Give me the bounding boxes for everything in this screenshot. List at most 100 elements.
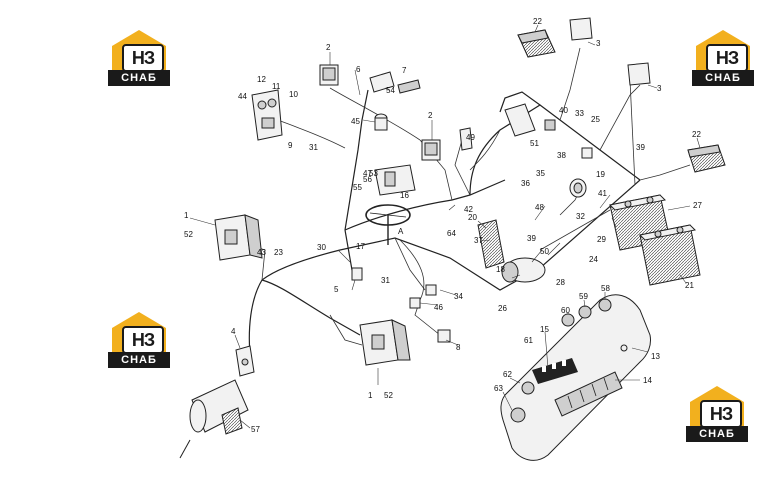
label-59: 59 bbox=[579, 292, 588, 301]
instrument-panel-left bbox=[251, 89, 283, 141]
label-24: 24 bbox=[589, 255, 598, 264]
label-12: 12 bbox=[257, 75, 266, 84]
switch-7 bbox=[369, 71, 421, 94]
label-2-left: 2 bbox=[326, 43, 331, 52]
pedal-20 bbox=[477, 219, 505, 269]
label-17: 17 bbox=[356, 242, 365, 251]
label-38: 38 bbox=[557, 151, 566, 160]
label-7: 7 bbox=[402, 66, 407, 75]
label-23: 23 bbox=[274, 248, 283, 257]
label-3-top: 3 bbox=[596, 39, 601, 48]
connector-34 bbox=[425, 284, 437, 296]
label-53: 53 bbox=[369, 169, 378, 178]
label-42: 42 bbox=[464, 205, 473, 214]
label-34: 34 bbox=[454, 292, 463, 301]
brand-logo-top-left: НЗ СНАБ bbox=[108, 30, 170, 86]
relay-40 bbox=[504, 103, 556, 137]
starter-57 bbox=[179, 379, 249, 459]
steering-wheel bbox=[365, 204, 411, 245]
logo-mark: НЗ bbox=[700, 400, 742, 428]
label-6: 6 bbox=[356, 65, 361, 74]
label-30: 30 bbox=[317, 243, 326, 252]
label-A: A bbox=[398, 227, 404, 236]
label-5: 5 bbox=[334, 285, 339, 294]
battery-21 bbox=[638, 224, 701, 286]
lamp-22-top bbox=[517, 29, 556, 58]
label-60: 60 bbox=[561, 306, 570, 315]
label-18: 18 bbox=[496, 265, 505, 274]
label-9: 9 bbox=[288, 141, 293, 150]
connector-46 bbox=[409, 297, 421, 309]
part-labels: 1 52 1 52 2 2 3 3 4 5 6 7 8 9 10 11 12 1… bbox=[184, 17, 702, 434]
wiring-harness bbox=[234, 47, 691, 366]
label-36: 36 bbox=[521, 179, 530, 188]
label-61: 61 bbox=[524, 336, 533, 345]
label-31-top: 31 bbox=[309, 143, 318, 152]
label-46: 46 bbox=[434, 303, 443, 312]
control-box-52-bottom bbox=[359, 319, 411, 366]
label-63: 63 bbox=[494, 384, 503, 393]
label-3-right: 3 bbox=[657, 84, 662, 93]
label-2-mid: 2 bbox=[428, 111, 433, 120]
label-26: 26 bbox=[498, 304, 507, 313]
label-20: 20 bbox=[468, 213, 477, 222]
label-41: 41 bbox=[598, 189, 607, 198]
lamp-45 bbox=[374, 113, 388, 131]
label-52-bottom: 52 bbox=[384, 391, 393, 400]
label-10: 10 bbox=[289, 90, 298, 99]
logo-mark: НЗ bbox=[122, 44, 164, 72]
plug-49 bbox=[459, 127, 473, 151]
label-14: 14 bbox=[643, 376, 652, 385]
label-31-bottom: 31 bbox=[381, 276, 390, 285]
logo-caption: СНАБ bbox=[686, 426, 748, 442]
label-58: 58 bbox=[601, 284, 610, 293]
logo-caption: СНАБ bbox=[108, 70, 170, 86]
label-27: 27 bbox=[693, 201, 702, 210]
label-44: 44 bbox=[238, 92, 247, 101]
connector-8 bbox=[437, 329, 451, 343]
switch-4 bbox=[235, 345, 255, 377]
logo-mark: НЗ bbox=[706, 44, 748, 72]
label-48: 48 bbox=[535, 203, 544, 212]
label-47: 47 bbox=[363, 169, 372, 178]
label-39-bottom: 39 bbox=[527, 234, 536, 243]
label-15: 15 bbox=[540, 325, 549, 334]
speaker-2-left bbox=[319, 64, 339, 86]
label-49: 49 bbox=[466, 133, 475, 142]
label-1-left: 1 bbox=[184, 211, 189, 220]
label-39-top: 39 bbox=[636, 143, 645, 152]
brand-logo-top-right: НЗ СНАБ bbox=[692, 30, 754, 86]
label-52-left: 52 bbox=[184, 230, 193, 239]
label-16: 16 bbox=[400, 191, 409, 200]
label-21: 21 bbox=[685, 281, 694, 290]
label-13: 13 bbox=[651, 352, 660, 361]
label-64: 64 bbox=[447, 229, 456, 238]
label-40: 40 bbox=[559, 106, 568, 115]
relay-16 bbox=[374, 164, 416, 196]
label-37: 37 bbox=[474, 236, 483, 245]
label-29: 29 bbox=[597, 235, 606, 244]
logo-mark: НЗ bbox=[122, 326, 164, 354]
speaker-2-mid bbox=[421, 139, 441, 161]
label-45: 45 bbox=[351, 117, 360, 126]
label-11: 11 bbox=[272, 82, 281, 91]
label-22-right: 22 bbox=[692, 130, 701, 139]
label-51: 51 bbox=[530, 139, 539, 148]
label-57: 57 bbox=[251, 425, 260, 434]
logo-caption: СНАБ bbox=[692, 70, 754, 86]
leader-lines bbox=[189, 24, 701, 429]
lamp-22-right bbox=[687, 144, 726, 173]
relay-top bbox=[569, 17, 651, 86]
label-28: 28 bbox=[556, 278, 565, 287]
control-box-52-left bbox=[214, 214, 263, 261]
connector-5 bbox=[351, 267, 363, 281]
horn-19 bbox=[569, 178, 587, 198]
brand-logo-bottom-right: НЗ СНАБ bbox=[686, 386, 748, 442]
label-56: 56 bbox=[363, 175, 372, 184]
label-50: 50 bbox=[540, 247, 549, 256]
label-55: 55 bbox=[353, 183, 362, 192]
label-62: 62 bbox=[503, 370, 512, 379]
brand-logo-bottom-left: НЗ СНАБ bbox=[108, 312, 170, 368]
label-54: 54 bbox=[386, 86, 395, 95]
